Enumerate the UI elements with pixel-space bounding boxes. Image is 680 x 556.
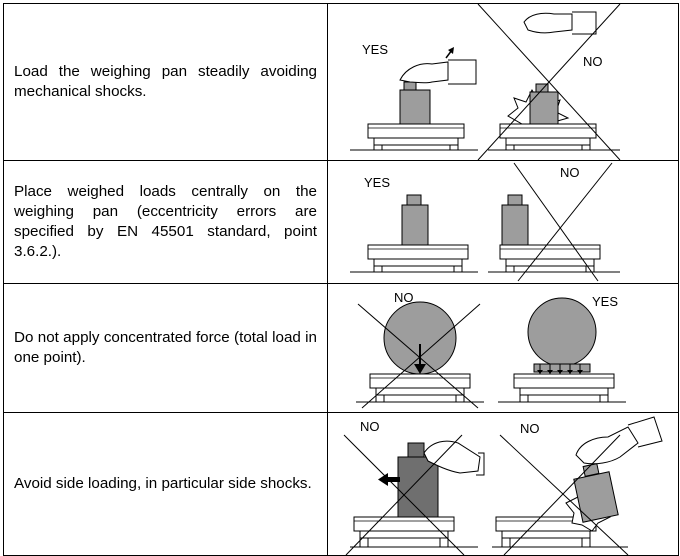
instruction-cell: Load the weighing pan steadily avoiding … [3, 3, 328, 161]
illustration-concentrated-force: NO YES [356, 290, 626, 409]
scale-icon [498, 373, 626, 403]
weight-icon [401, 194, 429, 246]
scale-icon [350, 123, 478, 151]
no-label: NO [394, 290, 414, 305]
weight-icon [501, 194, 529, 246]
no-label: NO [583, 54, 603, 69]
cross-icon [477, 4, 621, 160]
instruction-text: Place weighed loads centrally on the wei… [14, 183, 317, 260]
up-arrow-icon [445, 47, 454, 59]
ball-icon [527, 297, 597, 367]
illustration-cell: NO [327, 412, 679, 556]
scale-icon [356, 373, 484, 403]
no-label: NO [360, 419, 380, 434]
hand-icon [399, 59, 477, 85]
illustration-cell: NO YES [327, 283, 679, 413]
instruction-cell: Avoid side loading, in particular side s… [3, 412, 328, 556]
scale-icon [350, 516, 478, 548]
illustration-cell: YES [327, 3, 679, 161]
weight-icon [573, 463, 619, 523]
scale-icon [488, 123, 620, 151]
guidelines-table: Load the weighing pan steadily avoiding … [3, 3, 679, 556]
yes-label: YES [364, 175, 390, 190]
no-label: NO [520, 421, 540, 436]
instruction-text: Load the weighing pan steadily avoiding … [14, 63, 317, 100]
support-plate-icon [533, 363, 591, 373]
table-row: Place weighed loads centrally on the wei… [3, 160, 679, 284]
scale-icon [492, 516, 628, 548]
table-row: Do not apply concentrated force (total l… [3, 283, 679, 413]
instruction-cell: Place weighed loads centrally on the wei… [3, 160, 328, 284]
yes-label: YES [592, 294, 618, 309]
no-label: NO [560, 165, 580, 180]
cross-icon [343, 434, 465, 555]
instruction-cell: Do not apply concentrated force (total l… [3, 283, 328, 413]
cross-icon [513, 162, 613, 282]
scale-icon [350, 244, 478, 273]
table-row: Avoid side loading, in particular side s… [3, 412, 679, 556]
illustration-central-load: YES NO [350, 162, 620, 282]
hand-icon [575, 416, 663, 465]
instruction-text: Do not apply concentrated force (total l… [14, 329, 317, 366]
scale-icon [488, 244, 620, 273]
weight-icon [399, 81, 431, 125]
yes-label: YES [362, 42, 388, 57]
cross-icon [357, 303, 481, 409]
illustration-side-loading: NO [343, 416, 663, 555]
hand-icon [523, 11, 597, 35]
weight-icon [529, 83, 559, 125]
table-row: Load the weighing pan steadily avoiding … [3, 3, 679, 161]
illustration-steady-load: YES [350, 4, 621, 160]
hand-icon [423, 440, 485, 476]
instruction-text: Avoid side loading, in particular side s… [14, 475, 312, 492]
illustration-cell: YES NO [327, 160, 679, 284]
cross-icon [499, 434, 629, 555]
down-arrow-icon [414, 344, 426, 374]
distributed-arrows-icon [537, 364, 583, 374]
